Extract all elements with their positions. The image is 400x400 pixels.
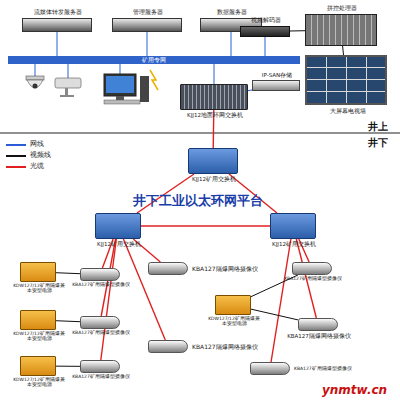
legend-text: 光缆 [30, 162, 44, 171]
camera: KBA127隔爆网络摄像仪 [148, 340, 188, 353]
legend-text: 网线 [30, 140, 44, 149]
connector-line [265, 37, 266, 56]
connector-line [123, 239, 165, 340]
node-label: KJJ12地面环网交换机 [175, 112, 255, 118]
legend-line [6, 155, 26, 157]
node-label: KDW127/12矿用隔爆兼本安型电源 [11, 378, 67, 388]
splicing-processor: 拼控处理器 [305, 14, 377, 46]
node-label: 流媒体转发服务器 [18, 9, 98, 16]
text-label: 井下 [368, 137, 388, 148]
mine-switch: KJJ12矿用交换机 [95, 213, 141, 239]
node-label: 视频解码器 [236, 17, 296, 24]
camera: KBA127矿用隔爆型摄像仪 [80, 316, 120, 329]
node-label: 大屏幕电视墙 [308, 108, 388, 115]
video-decoder: 视频解码器 [240, 26, 290, 37]
surface-divider [0, 132, 400, 133]
camera: KBA127隔爆网络摄像仪 [148, 262, 188, 275]
camera: KBA127隔爆网络摄像仪 [298, 318, 338, 331]
connector-line [141, 225, 270, 226]
node-label: 管理服务器 [113, 9, 183, 16]
server: 管理服务器 [112, 18, 182, 32]
node-label: KDW127/12矿用隔爆兼本安型电源 [11, 332, 67, 342]
text-label: ynmtw.cn [322, 384, 387, 397]
node-label: KBA127矿用隔爆型摄像仪 [294, 366, 360, 371]
ring-switch: KJJ12地面环网交换机 [180, 84, 248, 110]
connector-line [231, 32, 232, 56]
node-label: KJJ12矿用交换机 [259, 241, 329, 247]
camera: KBA127矿用隔爆型摄像仪 [292, 262, 332, 275]
wireless-symbol [150, 70, 158, 90]
connector-line [56, 366, 80, 367]
connector-line [101, 239, 117, 360]
legend-line [6, 144, 26, 146]
power-box: KDW127/12矿用隔爆兼本安型电源 [20, 262, 56, 282]
connector-line [214, 64, 215, 84]
connector-line [147, 32, 148, 56]
node-label: KDW127/12矿用隔爆兼本安型电源 [206, 317, 262, 327]
computer [104, 74, 149, 104]
connector-line [56, 272, 80, 274]
text-label: 井下工业以太环网平台 [133, 194, 263, 208]
network-wire [68, 62, 69, 78]
network-band: 矿用专网 [8, 56, 300, 64]
legend-text: 视频线 [30, 151, 51, 160]
node-label: KDW127/12矿用隔爆兼本安型电源 [11, 284, 67, 294]
connector-line [290, 30, 305, 31]
mine-switch: KJJ12矿用交换机 [270, 213, 316, 239]
video-wall: 大屏幕电视墙 [305, 55, 387, 105]
camera: KBA127矿用隔爆型摄像仪 [250, 362, 290, 375]
node-label: KJJ12矿用交换机 [84, 241, 154, 247]
server: 流媒体转发服务器 [22, 18, 92, 32]
node-label: IP-SAN存储 [247, 72, 307, 78]
node-label: KBA127隔爆网络摄像仪 [192, 343, 272, 350]
connector-line [342, 46, 344, 55]
connector-line [57, 32, 58, 56]
node-label: 数据服务器 [197, 9, 267, 16]
dome-camera [26, 76, 44, 89]
storage-array: IP-SAN存储 [252, 80, 300, 91]
text-label: 井上 [368, 121, 388, 132]
legend-line [6, 166, 26, 168]
network-wire [35, 62, 36, 76]
node-label: KJJ12矿用交换机 [179, 176, 249, 182]
mine-switch: KJJ12矿用交换机 [188, 148, 238, 174]
power-box: KDW127/12矿用隔爆兼本安型电源 [20, 356, 56, 376]
node-label: KBA127隔爆网络摄像仪 [279, 333, 359, 339]
node-label: KBA127隔爆网络摄像仪 [192, 265, 272, 272]
node-label: 拼控处理器 [306, 5, 378, 12]
power-box: KDW127/12矿用隔爆兼本安型电源 [20, 310, 56, 330]
node-label: KBA127矿用隔爆型摄像仪 [283, 277, 343, 282]
node-label: KBA127矿用隔爆型摄像仪 [71, 283, 131, 288]
bullet-camera [55, 78, 81, 97]
node-label: 矿用专网 [124, 56, 184, 64]
node-label: KBA127矿用隔爆型摄像仪 [71, 375, 131, 380]
camera: KBA127矿用隔爆型摄像仪 [80, 360, 120, 373]
camera: KBA127矿用隔爆型摄像仪 [80, 268, 120, 281]
power-box: KDW127/12矿用隔爆兼本安型电源 [215, 295, 251, 315]
connector-line [56, 320, 80, 322]
node-label: KBA127矿用隔爆型摄像仪 [71, 331, 131, 336]
connector-line [271, 239, 291, 362]
